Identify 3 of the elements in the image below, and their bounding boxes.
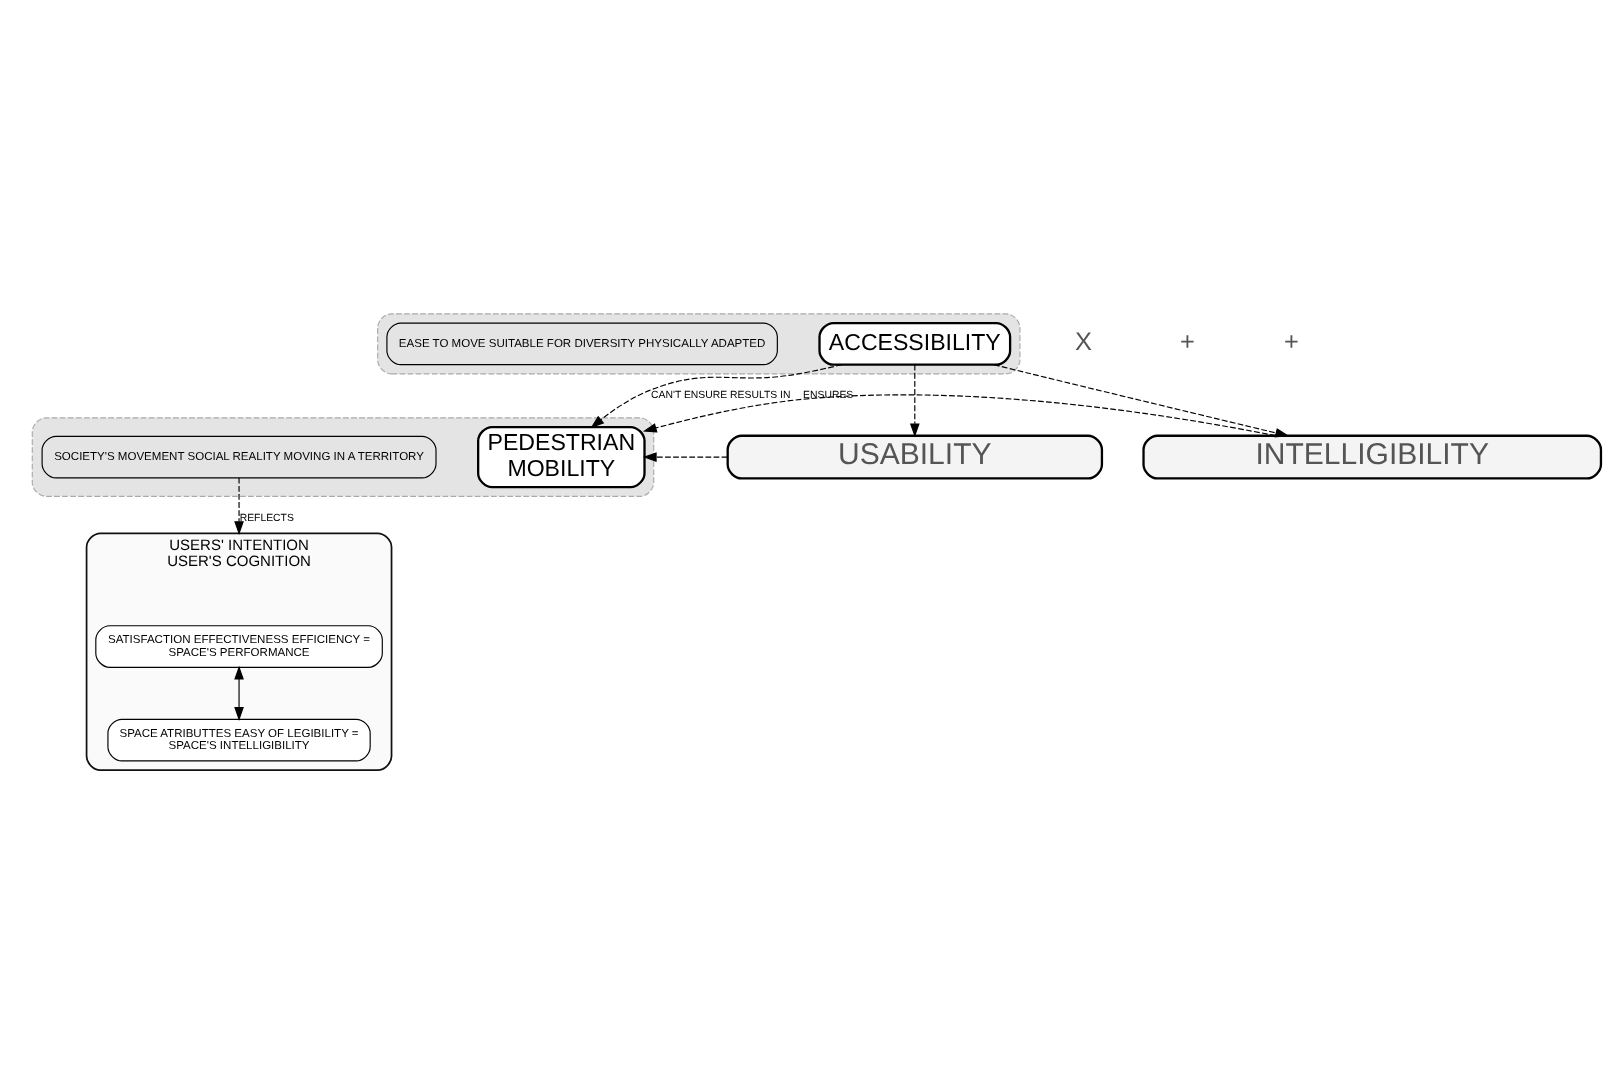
label: X <box>1074 327 1092 356</box>
label: + <box>1180 327 1195 356</box>
label: + <box>1283 327 1299 356</box>
